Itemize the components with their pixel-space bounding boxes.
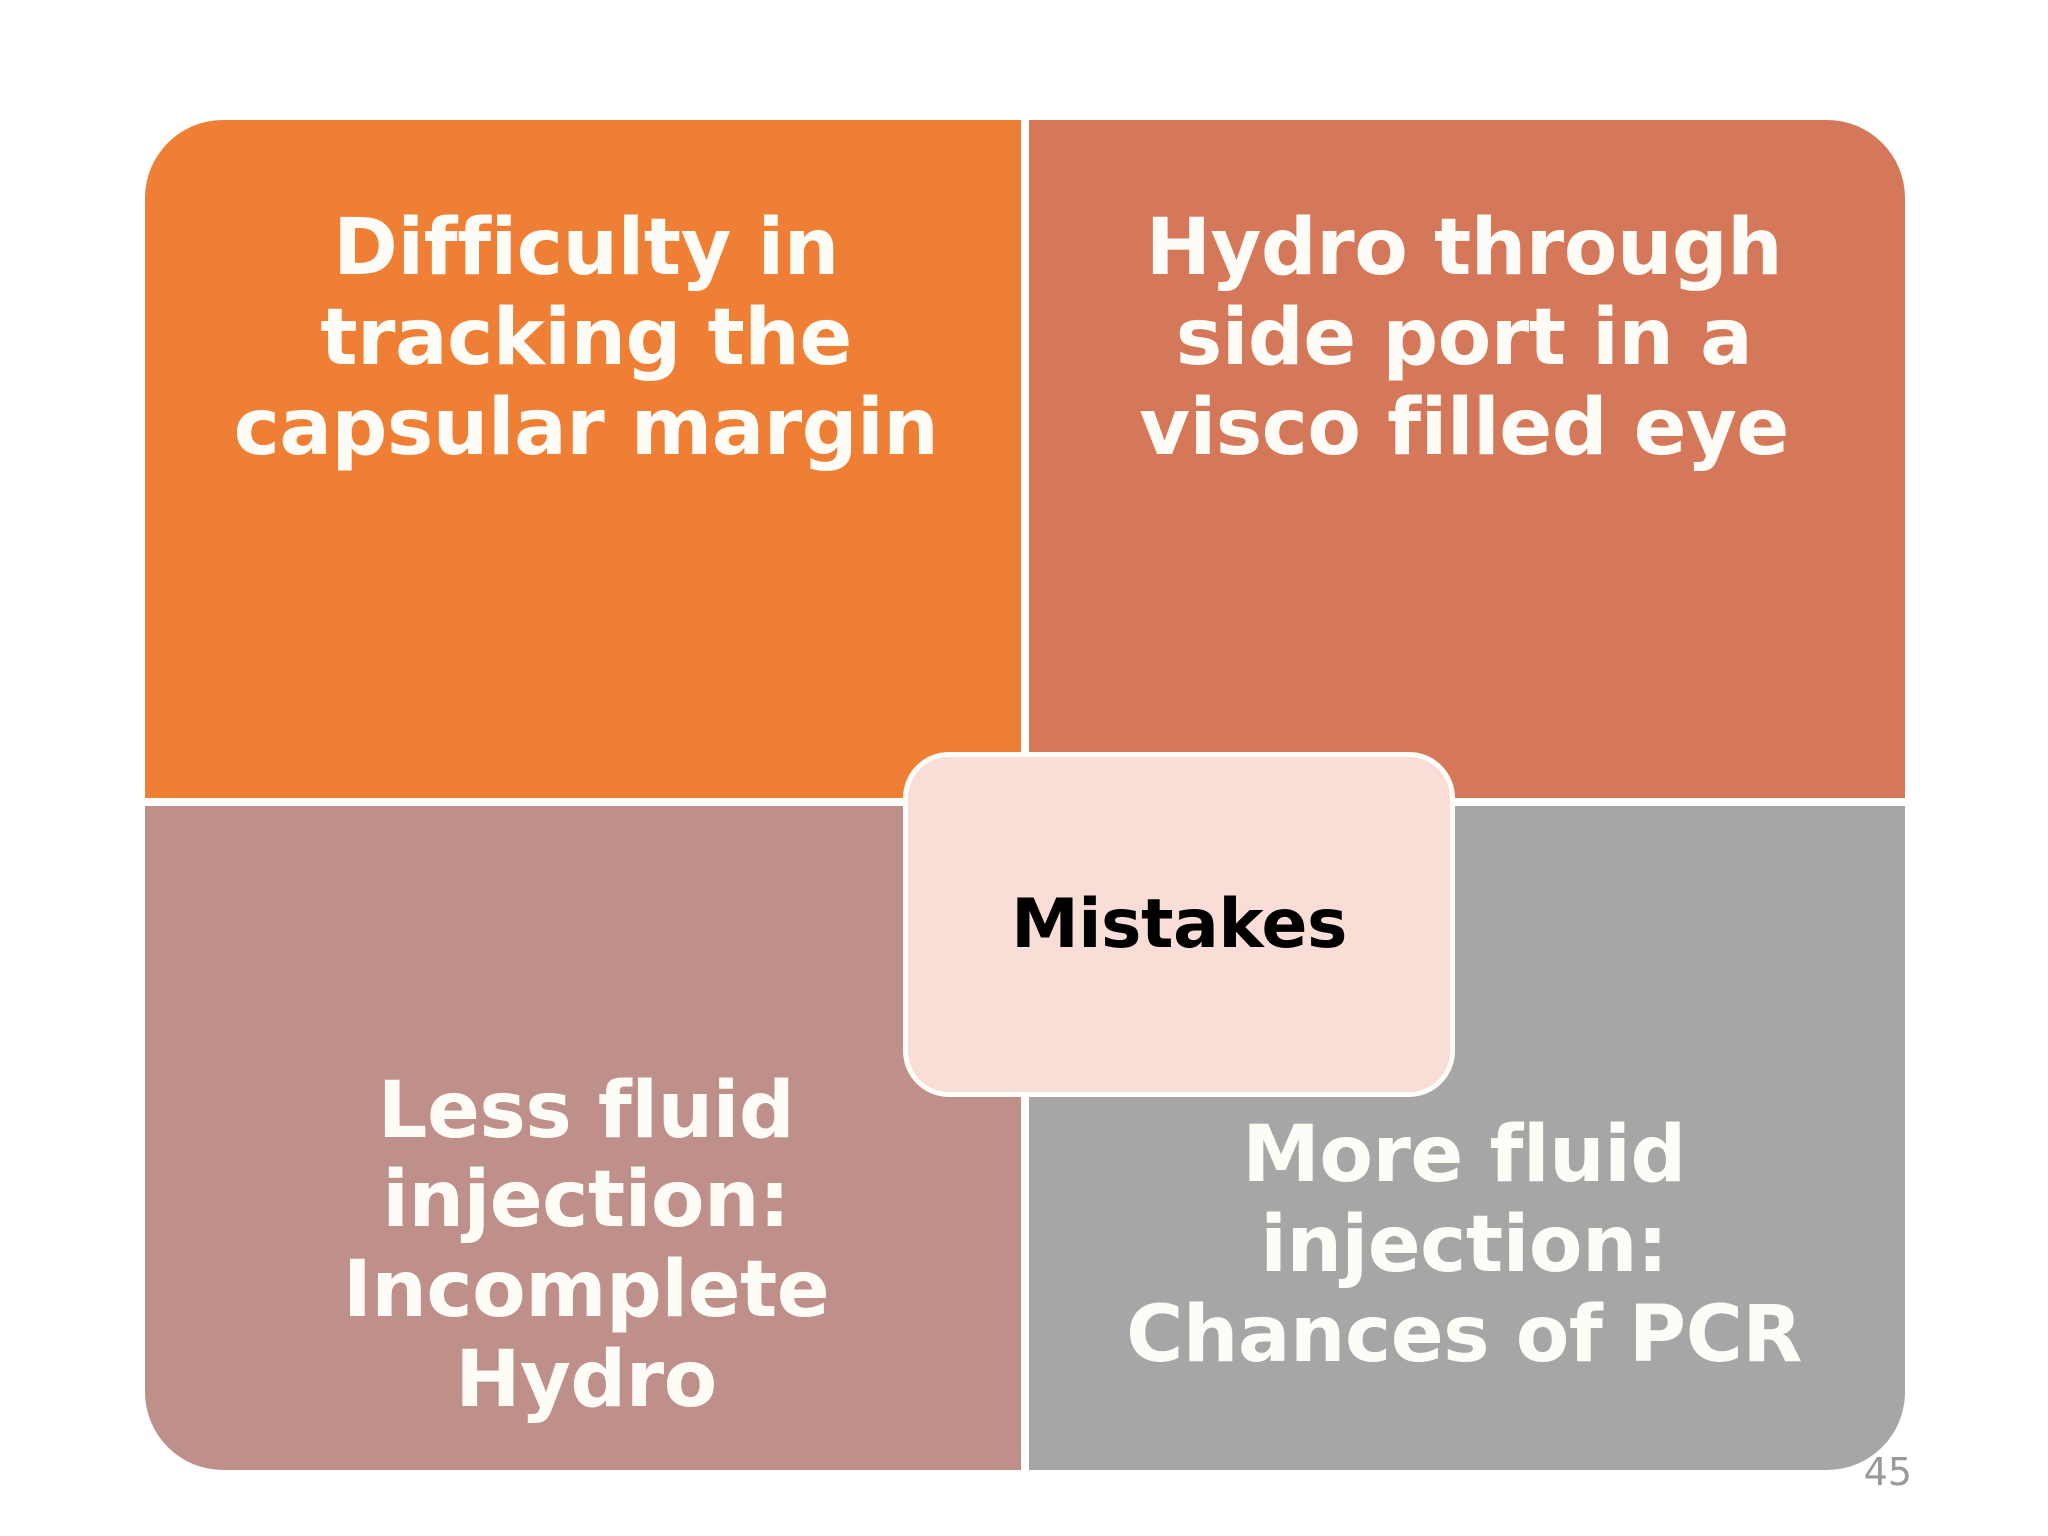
quadrant-bottom-left-label: Less fluid injection: Incomplete Hydro (342, 1065, 830, 1425)
center-hub-label: Mistakes (1011, 884, 1347, 964)
quadrant-top-left-label: Difficulty in tracking the capsular marg… (233, 203, 939, 473)
center-hub[interactable]: Mistakes (903, 752, 1455, 1097)
page-number: 45 (1863, 1450, 1912, 1494)
quadrant-bottom-left[interactable]: Less fluid injection: Incomplete Hydro (145, 806, 1021, 1470)
quadrant-top-left[interactable]: Difficulty in tracking the capsular marg… (145, 120, 1021, 798)
quadrant-top-right-label: Hydro through side port in a visco fille… (1139, 203, 1789, 473)
mistakes-matrix-diagram: Difficulty in tracking the capsular marg… (145, 120, 1905, 1470)
quadrant-bottom-right-label: More fluid injection: Chances of PCR (1126, 1110, 1802, 1380)
quadrant-bottom-right[interactable]: More fluid injection: Chances of PCR (1029, 806, 1905, 1470)
quadrant-top-right[interactable]: Hydro through side port in a visco fille… (1029, 120, 1905, 798)
